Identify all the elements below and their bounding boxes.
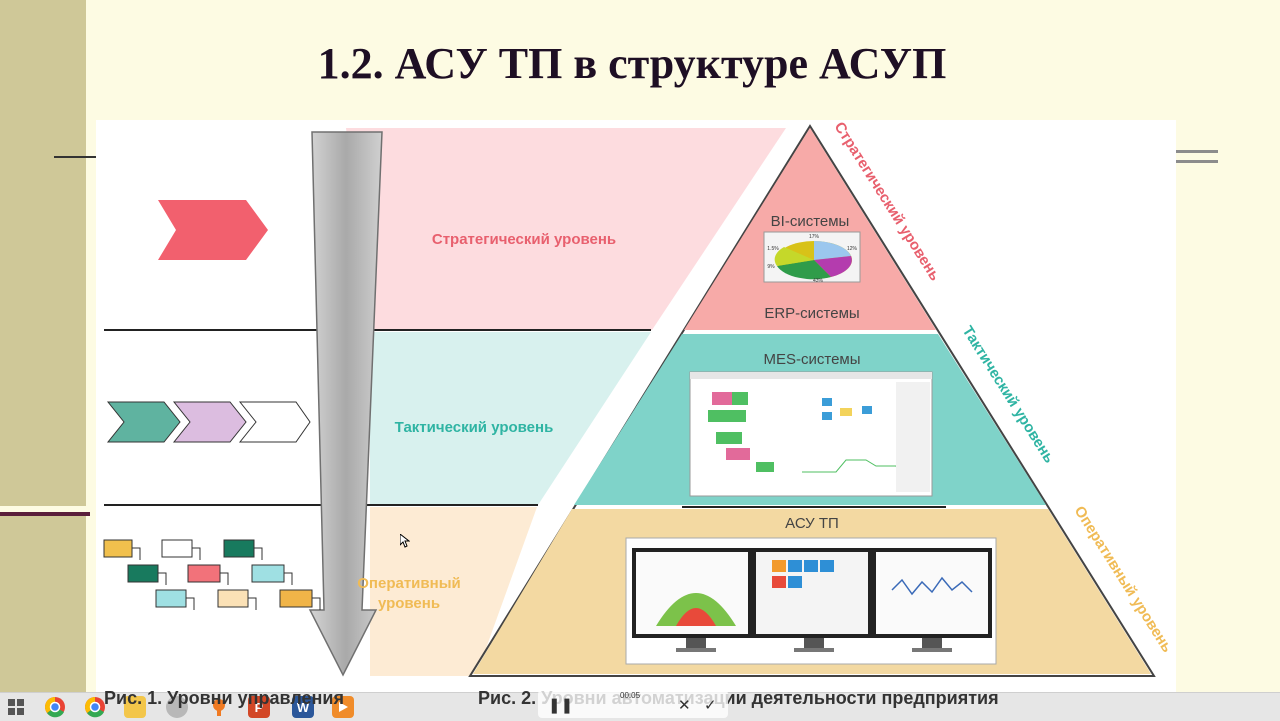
operational-level-label-line2: уровень [378,595,440,612]
player-time: 00:05 [620,691,641,700]
figure1-caption: Рис. 1. Уровни управления [104,688,344,708]
video-player-controls: 00:05 ❚❚ ✕ ✓ [538,690,728,718]
tactical-chevron-icon-3 [238,401,311,443]
pie-label-3: 1.5% [767,246,779,252]
windows-start-icon[interactable] [6,697,26,717]
figure-panel: Стратегический уровень Тактический урове… [96,119,1176,696]
pie-label-5: 43% [813,278,824,284]
word-icon[interactable]: W [292,696,314,718]
video-player-icon[interactable] [332,696,354,718]
left-accent-bar [0,0,86,720]
media-icon[interactable] [166,696,188,718]
mes-systems-label: MES-системы [763,351,860,368]
process-flow-icon [103,539,321,610]
title-rule-left [54,156,96,158]
down-arrow [308,131,383,677]
erp-systems-label: ERP-системы [764,305,859,322]
pie-label-1: 17% [809,234,820,240]
chrome-alt-icon[interactable] [84,696,106,718]
powerpoint-letter: P [254,699,264,715]
monitors-image [625,537,997,665]
strategic-chevron-icon [158,200,268,260]
band-strategic [346,128,786,330]
tactical-chevron-icon-1 [106,401,181,443]
pyramid-top-tier [684,128,936,330]
asu-tp-label: АСУ ТП [785,515,839,532]
chrome-icon[interactable] [44,696,66,718]
pie-chart-image: 17% 12% 1.5% 9% 43% [763,231,861,284]
title-rule-right [1176,150,1218,170]
tactical-level-label: Тактический уровень [395,419,554,436]
strategic-level-label: Стратегический уровень [432,231,616,248]
pause-icon[interactable]: ❚❚ [548,697,574,714]
operational-level-label-line1: Оперативный [357,575,460,592]
tactical-chevron-icon-2 [172,401,247,443]
left-dark-line [0,512,90,516]
powerpoint-icon[interactable]: P [248,696,270,718]
bi-systems-label: BI-системы [771,213,850,230]
pie-label-4: 9% [767,264,775,270]
slide-title: 1.2. АСУ ТП в структуре АСУП [317,39,947,88]
band-tactical [370,332,651,505]
word-letter: W [296,699,310,715]
check-icon[interactable]: ✓ [704,697,717,714]
recorder-icon[interactable] [208,696,230,718]
levels-diagram: Стратегический уровень Тактический урове… [103,119,1176,677]
band-operational [370,507,537,676]
file-explorer-icon[interactable] [124,696,146,718]
pie-label-2: 12% [847,246,858,252]
mes-screenshot-image [689,371,933,497]
close-icon[interactable]: ✕ [678,697,691,714]
mouse-cursor-icon [399,532,411,553]
